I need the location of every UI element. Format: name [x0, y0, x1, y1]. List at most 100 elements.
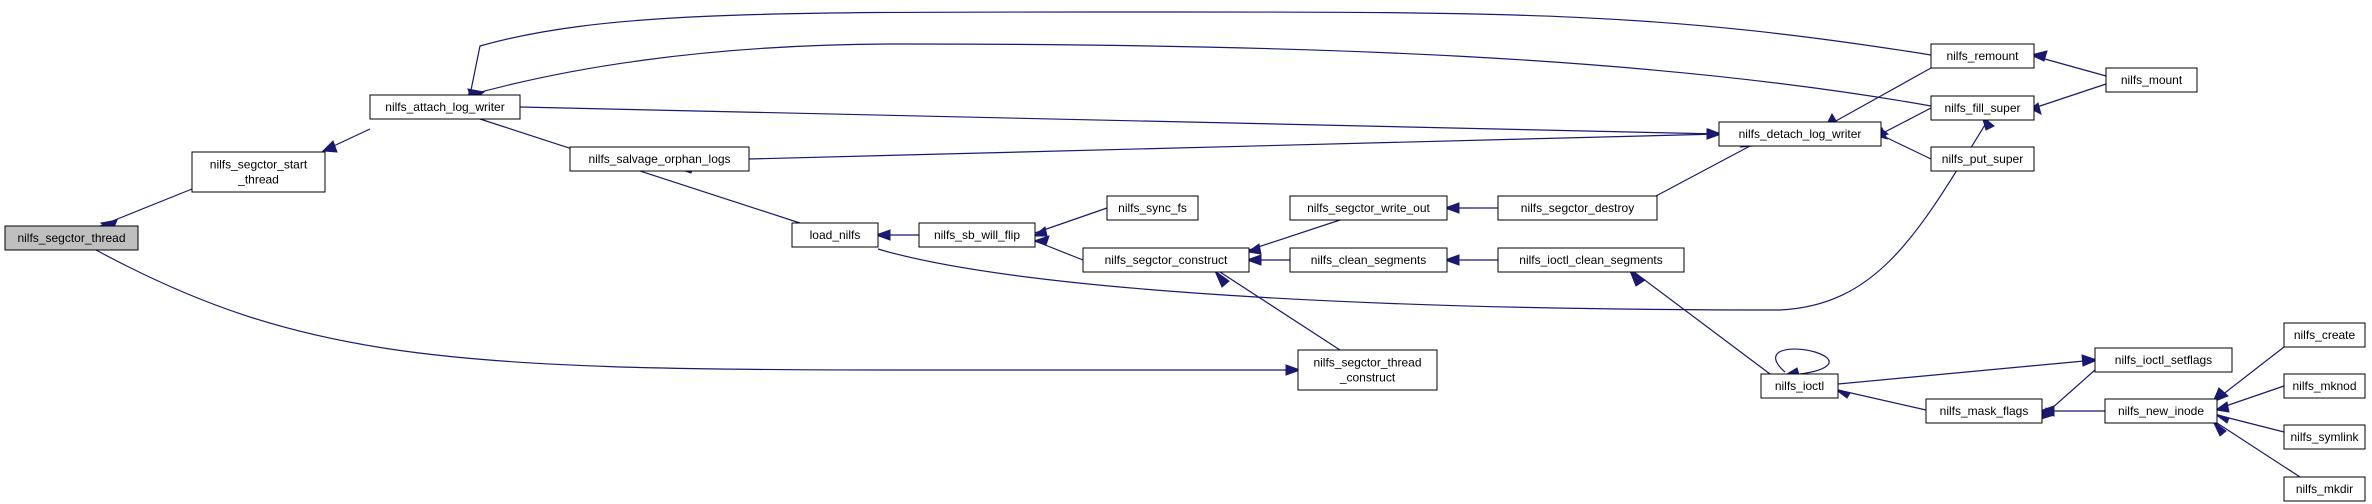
- node-label: nilfs_mask_flags: [1940, 404, 2029, 418]
- edge-arrowhead: [1213, 269, 1230, 288]
- node-box: [1930, 43, 2035, 69]
- call-edge: [2212, 420, 2301, 478]
- function-node-nilfs-ioctl-setflags[interactable]: nilfs_ioctl_setflags: [2094, 347, 2233, 373]
- edge-arrowhead: [2038, 405, 2055, 417]
- function-node-nilfs-mkdir[interactable]: nilfs_mkdir: [2283, 476, 2366, 502]
- function-node-nilfs-sb-will-flip[interactable]: nilfs_sb_will_flip: [918, 222, 1036, 248]
- function-node-nilfs-segctor-write-out[interactable]: nilfs_segctor_write_out: [1289, 195, 1448, 221]
- node-label: nilfs_sb_will_flip: [934, 228, 1020, 242]
- function-node-nilfs-symlink[interactable]: nilfs_symlink: [2283, 424, 2366, 450]
- node-box: [569, 146, 750, 172]
- edge-line: [1775, 348, 1830, 375]
- function-node-load-nilfs[interactable]: load_nilfs: [791, 222, 879, 248]
- function-node-nilfs-mount[interactable]: nilfs_mount: [2105, 67, 2198, 93]
- edge-arrowhead: [1443, 254, 1460, 266]
- call-edge: [1246, 219, 1341, 255]
- edge-line: [1880, 107, 1932, 135]
- call-edge: [519, 106, 1723, 140]
- edge-line: [2033, 83, 2107, 109]
- node-label: nilfs_mount: [2121, 73, 2183, 87]
- edge-line: [1837, 389, 1927, 411]
- function-node-nilfs-salvage-orphan-logs[interactable]: nilfs_salvage_orphan_logs: [569, 146, 750, 172]
- function-node-nilfs-clean-segments[interactable]: nilfs_clean_segments: [1289, 247, 1448, 273]
- edge-line: [1633, 271, 1771, 375]
- call-edge: [1655, 139, 1756, 197]
- node-box: [2104, 398, 2218, 424]
- node-box: [918, 222, 1036, 248]
- node-label: nilfs_segctor_construct: [1105, 253, 1228, 267]
- function-node-nilfs-new-inode[interactable]: nilfs_new_inode: [2104, 398, 2218, 424]
- node-box: [1297, 349, 1438, 391]
- node-label: load_nilfs: [810, 228, 861, 242]
- function-node-nilfs-segctor-start-thread[interactable]: nilfs_segctor_start_thread: [191, 151, 326, 193]
- node-label: nilfs_clean_segments: [1311, 253, 1426, 267]
- function-node-nilfs-segctor-thread-construct[interactable]: nilfs_segctor_thread_construct: [1297, 349, 1438, 391]
- function-node-nilfs-ioctl[interactable]: nilfs_ioctl: [1760, 373, 1839, 399]
- call-edge: [95, 249, 1302, 376]
- edge-arrowhead: [2212, 420, 2227, 437]
- function-node-nilfs-ioctl-clean-segments[interactable]: nilfs_ioctl_clean_segments: [1497, 247, 1685, 273]
- function-node-nilfs-remount[interactable]: nilfs_remount: [1930, 43, 2035, 69]
- call-edge: [1032, 207, 1108, 237]
- call-edge: [2029, 50, 2107, 77]
- function-node-nilfs-segctor-destroy[interactable]: nilfs_segctor_destroy: [1497, 195, 1658, 221]
- call-edge: [2030, 83, 2107, 115]
- node-label: nilfs_create: [2294, 328, 2356, 342]
- function-node-nilfs-detach-log-writer[interactable]: nilfs_detach_log_writer: [1718, 121, 1882, 147]
- call-edge: [2038, 405, 2105, 417]
- edge-arrowhead: [874, 229, 891, 241]
- edge-line: [1880, 134, 1932, 160]
- call-edge: [1834, 388, 1927, 411]
- call-edge: [1245, 254, 1290, 266]
- node-label: nilfs_segctor_thread: [1313, 356, 1421, 370]
- edge-line: [1655, 145, 1751, 197]
- edge-line: [95, 249, 1298, 371]
- function-node-nilfs-attach-log-writer[interactable]: nilfs_attach_log_writer: [369, 94, 521, 120]
- node-box: [2094, 347, 2233, 373]
- node-box: [1930, 146, 2035, 172]
- function-node-nilfs-fill-super[interactable]: nilfs_fill_super: [1930, 95, 2035, 121]
- call-edge: [1443, 202, 1498, 214]
- node-label: nilfs_mkdir: [2296, 482, 2353, 496]
- node-box: [2283, 322, 2366, 348]
- edge-line: [877, 119, 1989, 311]
- node-box: [1289, 195, 1448, 221]
- call-edge: [874, 229, 919, 241]
- edge-arrowhead: [2214, 413, 2230, 424]
- function-node-nilfs-mknod[interactable]: nilfs_mknod: [2283, 373, 2366, 399]
- edge-line: [1248, 219, 1341, 251]
- call-nodes: nilfs_segctor_thread nilfs_segctor_start_…: [4, 43, 2366, 502]
- node-box: [1718, 121, 1882, 147]
- edge-arrowhead: [2214, 401, 2230, 413]
- edge-arrowhead: [1443, 202, 1460, 214]
- node-box: [2105, 67, 2198, 93]
- edge-arrowhead: [1032, 226, 1048, 237]
- call-edge: [2214, 413, 2285, 433]
- node-label: nilfs_segctor_write_out: [1307, 201, 1430, 215]
- edge-line: [2216, 422, 2301, 478]
- function-node-nilfs-segctor-construct[interactable]: nilfs_segctor_construct: [1082, 247, 1250, 273]
- node-box: [4, 225, 139, 251]
- call-edge: [1443, 254, 1498, 266]
- call-edge: [1825, 67, 1932, 127]
- edge-arrowhead: [1834, 388, 1851, 399]
- function-node-nilfs-create[interactable]: nilfs_create: [2283, 322, 2366, 348]
- node-label: nilfs_remount: [1946, 49, 2019, 63]
- call-edge: [1213, 269, 1341, 351]
- edge-line: [2216, 346, 2285, 400]
- edge-arrowhead: [1706, 128, 1723, 140]
- node-box: [191, 151, 326, 193]
- node-box: [2283, 424, 2366, 450]
- node-box: [1497, 195, 1658, 221]
- node-box: [369, 94, 521, 120]
- call-edge: [467, 43, 1932, 107]
- function-node-nilfs-mask-flags[interactable]: nilfs_mask_flags: [1925, 398, 2043, 424]
- call-edge: [1837, 354, 2099, 385]
- function-node-nilfs-sync-fs[interactable]: nilfs_sync_fs: [1106, 195, 1199, 221]
- node-box: [1082, 247, 1250, 273]
- edge-arrowhead: [2029, 50, 2048, 62]
- function-node-nilfs-put-super[interactable]: nilfs_put_super: [1930, 146, 2035, 172]
- edge-arrowhead: [321, 140, 338, 153]
- function-node-nilfs-segctor-thread[interactable]: nilfs_segctor_thread: [4, 225, 139, 251]
